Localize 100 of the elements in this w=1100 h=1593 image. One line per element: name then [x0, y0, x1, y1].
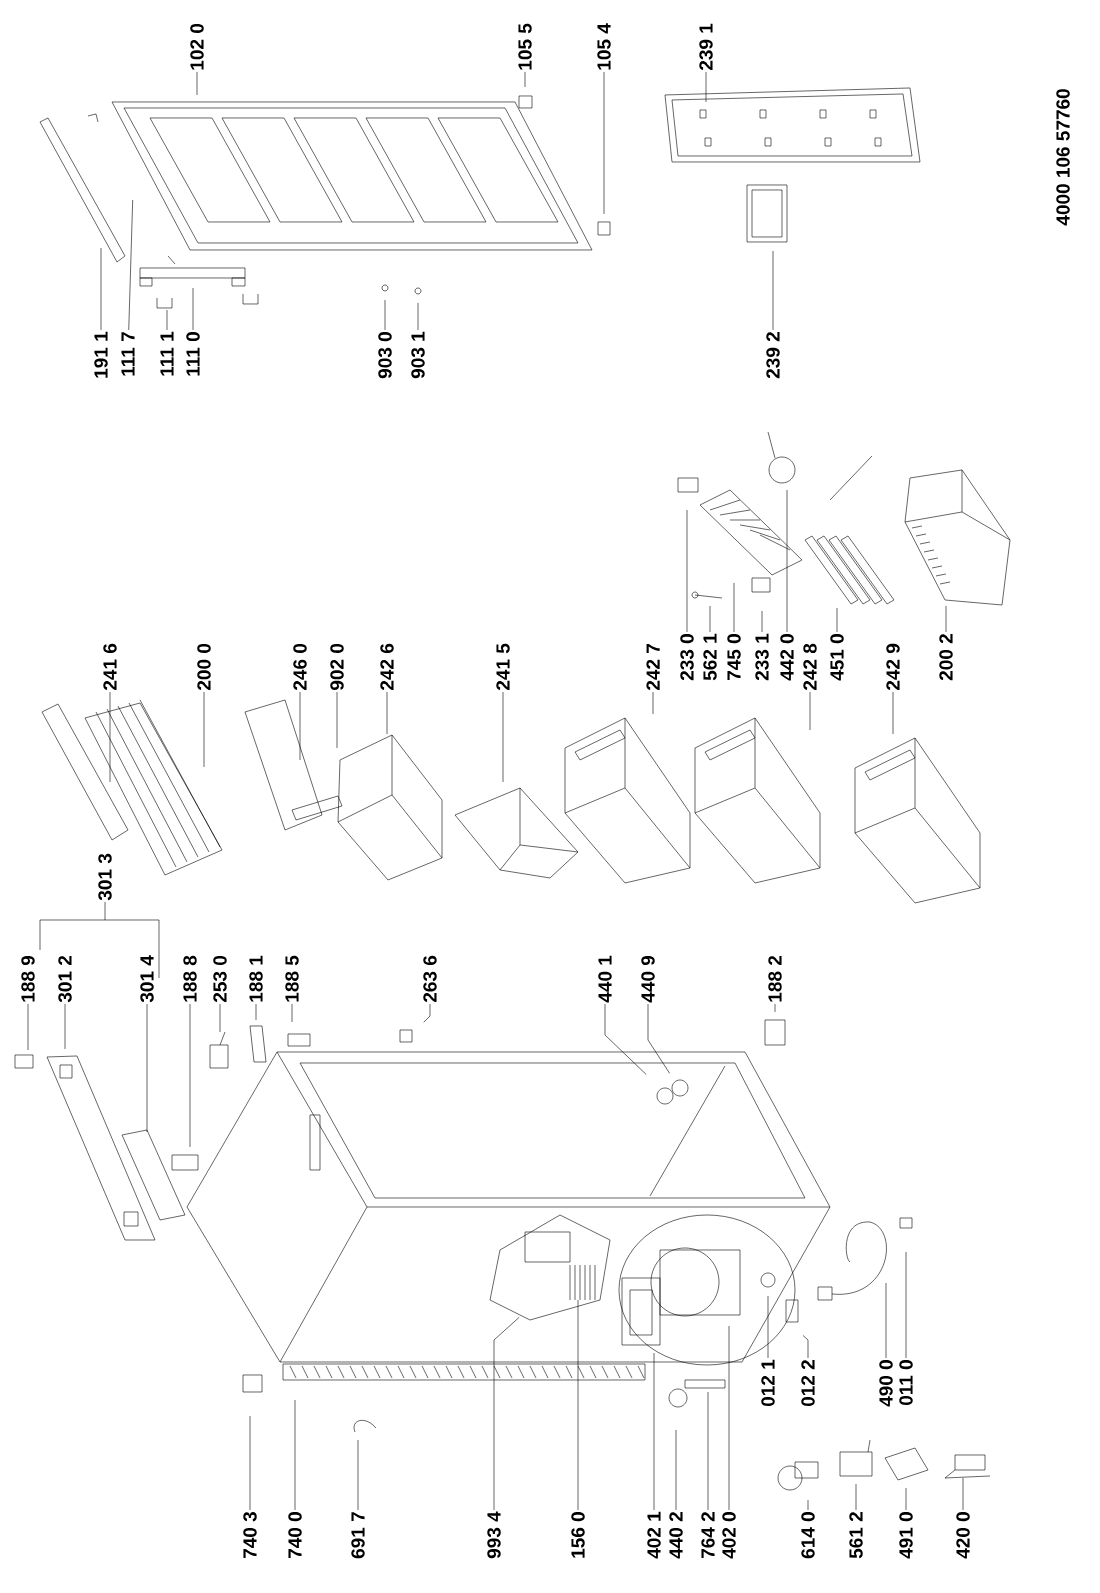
callout-number: 102 0: [190, 23, 204, 70]
callout-number: 561 2: [849, 1512, 863, 1559]
leader-line: [705, 71, 707, 103]
callout-number: 188 1: [249, 955, 263, 1002]
leader-line: [945, 605, 947, 633]
leader-line: [652, 691, 654, 715]
leader-line: [294, 1399, 296, 1511]
leader-line: [291, 1003, 293, 1023]
leader-line: [836, 607, 838, 633]
leader-line: [219, 1003, 221, 1033]
callout-number: 111 1: [160, 331, 174, 376]
callout-number: 200 2: [939, 634, 953, 681]
callout-number: 440 9: [641, 955, 655, 1003]
leader-line: [603, 71, 605, 215]
leader-line: [524, 71, 526, 88]
document-number: 4000 106 57760: [1056, 89, 1070, 226]
leader-line: [809, 691, 811, 731]
callout-number: 902 0: [330, 643, 344, 691]
leader-line: [146, 1003, 148, 1133]
leader-line: [892, 691, 894, 735]
leader-line: [962, 1477, 964, 1511]
leader-line: [709, 605, 711, 633]
callout-number: 239 1: [699, 23, 713, 71]
leader-line: [885, 1282, 887, 1359]
leader-line: [336, 691, 338, 749]
callout-number: 993 4: [487, 1511, 501, 1559]
callout-number: 241 5: [496, 643, 510, 691]
leader-line: [802, 1335, 809, 1359]
callout-number: 903 1: [411, 331, 425, 379]
leader-line: [761, 610, 763, 633]
leader-line: [196, 71, 198, 96]
leader-line: [386, 691, 388, 735]
callout-number: 740 3: [243, 1512, 257, 1559]
callout-number: 253 0: [213, 955, 227, 1003]
leader-line: [192, 287, 194, 331]
callout-number: 420 0: [956, 1512, 970, 1559]
leader-line: [423, 1003, 431, 1023]
callout-number: 242 6: [380, 643, 394, 691]
leader-line: [189, 1003, 191, 1148]
callout-number: 440 2: [669, 1512, 683, 1559]
callout-number: 562 1: [703, 633, 717, 681]
leader-line: [166, 309, 168, 331]
callout-number: 740 0: [288, 1512, 302, 1559]
leader-line: [64, 1003, 66, 1050]
callout-number: 105 4: [597, 23, 611, 70]
callout-number: 012 1: [761, 1359, 775, 1407]
leader-line: [675, 1429, 677, 1511]
callout-number: 233 0: [680, 634, 694, 681]
leader-line: [384, 299, 386, 331]
callout-number: 200 0: [197, 643, 211, 691]
callout-number: 242 7: [646, 644, 660, 691]
callout-number: 903 0: [378, 332, 392, 379]
leader-line: [357, 1439, 359, 1511]
callout-number: 440 1: [598, 955, 612, 1003]
callout-number: 301 2: [58, 955, 72, 1003]
callout-number: 442 0: [780, 634, 794, 681]
leader-line: [647, 1003, 670, 1074]
leader-line: [417, 302, 419, 331]
leader-line: [604, 1003, 647, 1075]
callout-number: 301 3: [98, 853, 112, 901]
callout-number: 745 0: [727, 634, 741, 680]
leader-line: [807, 1499, 809, 1511]
callout-number: 188 5: [285, 955, 299, 1002]
callout-number: 451 0: [830, 634, 844, 681]
callout-number: 402 1: [647, 1511, 661, 1559]
callout-number: 012 2: [801, 1360, 815, 1407]
leader-line: [728, 1325, 730, 1511]
callout-number: 491 0: [899, 1512, 913, 1559]
callout-number: 402 0: [722, 1512, 736, 1559]
callout-number: 301 4: [140, 955, 154, 1003]
callout-number: 242 8: [803, 643, 817, 691]
callout-number: 191 1: [94, 331, 108, 378]
callout-number: 188 2: [768, 955, 782, 1002]
leader-line: [128, 199, 133, 331]
callout-number: 105 5: [518, 23, 532, 70]
callout-number: 614 0: [801, 1512, 815, 1559]
leader-line: [774, 1003, 776, 1013]
callout-number: 246 0: [293, 643, 307, 691]
leader-line: [767, 1295, 769, 1359]
callout-number: 188 9: [21, 955, 35, 1002]
leader-line: [786, 489, 788, 633]
callout-number: 156 0: [571, 1512, 585, 1558]
leader-line: [855, 1483, 857, 1511]
callout-number: 111 0: [186, 332, 200, 376]
callout-number: 011 0: [899, 1360, 913, 1406]
leader-line: [249, 1415, 251, 1511]
leader-line: [707, 1391, 709, 1511]
leader-line: [255, 1003, 257, 1021]
callout-number: 263 6: [423, 955, 437, 1003]
callout-number: 111 7: [121, 332, 135, 376]
leader-line: [27, 1003, 29, 1051]
leader-line: [577, 1299, 579, 1511]
leader-line: [905, 1487, 907, 1511]
callout-number: 490 0: [879, 1360, 893, 1407]
callout-number: 691 7: [351, 1512, 365, 1559]
leader-line: [299, 691, 301, 761]
leader-line: [733, 582, 735, 633]
leader-line: [772, 250, 774, 331]
callout-number: 241 6: [103, 643, 117, 691]
callout-number: 239 2: [766, 332, 780, 379]
